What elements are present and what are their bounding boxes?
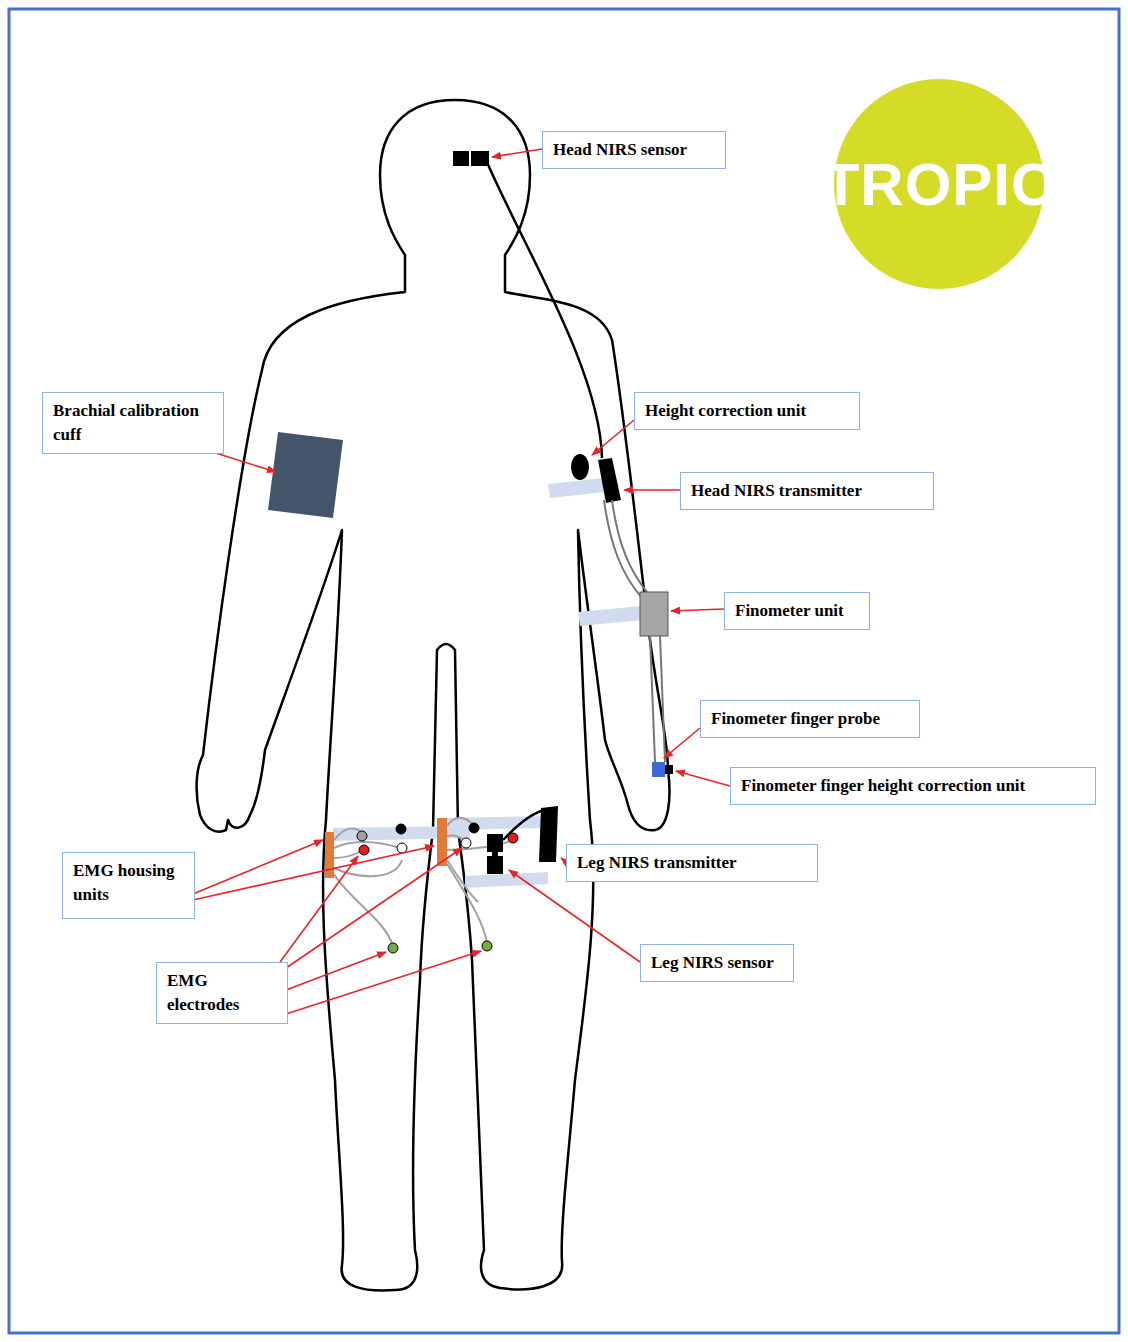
emg-electrodes — [357, 823, 518, 953]
callout-label: EMG housing units — [73, 859, 184, 907]
arm-strap — [548, 478, 605, 498]
callout-box: Finometer finger probe — [700, 700, 920, 738]
leg-nirs-sensor — [487, 834, 503, 852]
callout-box: Brachial calibration cuff — [42, 392, 224, 454]
leg-nirs-sensor — [492, 850, 498, 858]
finger-probe — [652, 762, 665, 777]
callout-label: EMG electrodes — [167, 969, 277, 1017]
callout-box: EMG electrodes — [156, 962, 288, 1024]
leg-strap — [447, 816, 552, 830]
callout-box: Leg NIRS sensor — [640, 944, 794, 982]
arm-strap — [578, 606, 643, 626]
head-nirs-transmitter — [598, 458, 621, 503]
callout-box: Leg NIRS transmitter — [566, 844, 818, 882]
leader-arrows — [193, 149, 730, 1014]
brachial-cuff — [268, 432, 343, 518]
body-outline — [197, 100, 670, 1290]
finger-height-unit — [665, 765, 673, 774]
callout-box: Head NIRS transmitter — [680, 472, 934, 510]
callout-label: Leg NIRS sensor — [651, 951, 783, 975]
emg-housing — [325, 832, 334, 878]
leg-nirs-sensor — [487, 856, 503, 874]
leg-nirs-cable — [503, 810, 545, 840]
callout-label: Finometer finger probe — [711, 707, 909, 731]
callout-box: Head NIRS sensor — [542, 131, 726, 169]
callout-label: Finometer unit — [735, 599, 859, 623]
logo-circle: TROPIC — [834, 79, 1044, 289]
finger-cable — [650, 636, 655, 762]
callout-box: EMG housing units — [62, 852, 195, 919]
finger-cable — [660, 636, 665, 762]
finometer-unit — [640, 592, 668, 636]
head-nirs-sensor — [453, 151, 489, 166]
callout-box: Height correction unit — [634, 392, 860, 430]
callout-label: Head NIRS transmitter — [691, 479, 923, 503]
callout-label: Height correction unit — [645, 399, 849, 423]
height-correction-unit — [571, 454, 589, 480]
callout-label: Finometer finger height correction unit — [741, 774, 1085, 798]
leg-strap — [465, 872, 548, 888]
logo-disc — [834, 79, 1044, 289]
page-frame — [9, 9, 1119, 1333]
callout-box: Finometer finger height correction unit — [730, 767, 1096, 805]
callout-label: Brachial calibration cuff — [53, 399, 213, 447]
callout-label: Leg NIRS transmitter — [577, 851, 807, 875]
leg-nirs-transmitter — [539, 806, 558, 862]
logo-text: TROPIC — [834, 79, 1044, 289]
sensor-divider — [469, 151, 471, 166]
emg-wires — [334, 818, 513, 946]
callout-label: Head NIRS sensor — [553, 138, 715, 162]
head-nirs-cable — [486, 160, 602, 458]
callout-box: Finometer unit — [724, 592, 870, 630]
finometer-cable — [612, 500, 650, 596]
